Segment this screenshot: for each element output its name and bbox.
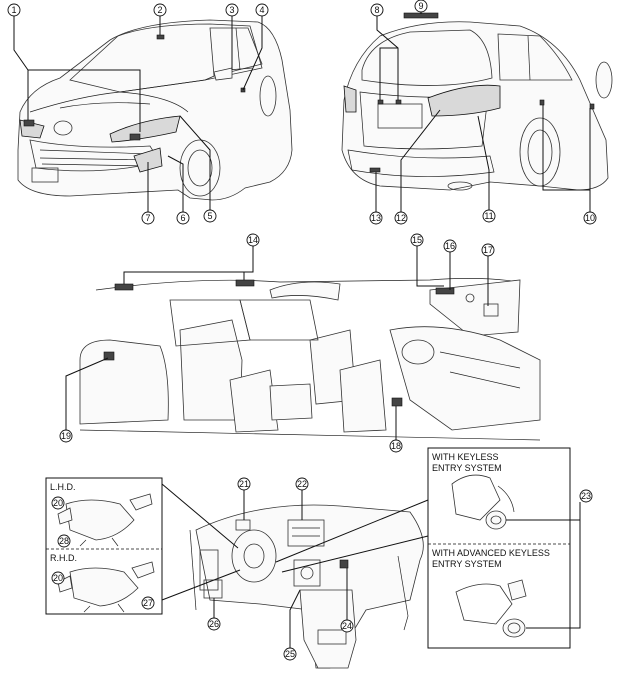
callout-3-label: 3 [229, 5, 234, 15]
callout-18: 18 [389, 439, 403, 453]
callout-3: 3 [225, 3, 239, 17]
callout-10: 10 [583, 211, 597, 225]
callout-22-label: 22 [297, 479, 307, 489]
callout-8-label: 8 [374, 5, 379, 15]
callout-20-lhd: 20 [51, 496, 65, 510]
callout-19-label: 19 [61, 431, 71, 441]
callout-12: 12 [394, 211, 408, 225]
callout-13: 13 [369, 211, 383, 225]
callout-11: 11 [482, 209, 496, 223]
callout-26-label: 26 [209, 619, 219, 629]
callout-25-label: 25 [285, 649, 295, 659]
callout-24: 24 [340, 619, 354, 633]
callout-2-label: 2 [157, 5, 162, 15]
dashboard-leaders [161, 483, 429, 648]
callout-23: 23 [579, 489, 593, 503]
callout-10-label: 10 [585, 213, 595, 223]
callout-14-label: 14 [248, 235, 258, 245]
callout-15: 15 [410, 233, 424, 247]
callout-2: 2 [153, 3, 167, 17]
callout-25: 25 [283, 647, 297, 661]
callout-28: 28 [57, 534, 71, 548]
callout-26: 26 [207, 617, 221, 631]
callout-5-label: 5 [207, 211, 212, 221]
interior-leaders [65, 246, 489, 440]
vehicle-rear-view [341, 12, 613, 191]
callout-15-label: 15 [412, 235, 422, 245]
callout-1-label: 1 [11, 5, 16, 15]
callout-21-label: 21 [239, 479, 249, 489]
callout-6: 6 [176, 211, 190, 225]
callout-17: 17 [481, 243, 495, 257]
callout-20-rhd-label: 20 [53, 573, 63, 583]
callout-11-label: 11 [484, 211, 493, 221]
callout-27: 27 [141, 596, 155, 610]
callout-28-label: 28 [59, 536, 69, 546]
callout-16: 16 [443, 239, 457, 253]
advanced-keyless-label-line1: WITH ADVANCED KEYLESS [432, 548, 550, 558]
dashboard-view [189, 504, 424, 669]
vehicle-front-view [17, 19, 293, 201]
callout-1: 1 [7, 3, 21, 17]
callout-23-label: 23 [581, 491, 591, 501]
callout-19: 19 [59, 429, 73, 443]
callout-17-label: 17 [483, 245, 493, 255]
advanced-keyless-label-line2: ENTRY SYSTEM [432, 559, 502, 569]
keyless-label-line1: WITH KEYLESS [432, 452, 499, 462]
callout-18-label: 18 [391, 441, 401, 451]
lhd-label: L.H.D. [50, 482, 76, 492]
ignition-inset [427, 447, 581, 649]
rear-view-leaders [375, 10, 591, 212]
callout-8: 8 [370, 3, 384, 17]
callout-24-label: 24 [342, 621, 352, 631]
callout-14: 14 [246, 233, 260, 247]
callout-21: 21 [237, 477, 251, 491]
callout-20-lhd-label: 20 [53, 498, 63, 508]
callout-5: 5 [203, 209, 217, 223]
callout-27-label: 27 [143, 598, 153, 608]
callout-7: 7 [141, 211, 155, 225]
callout-4-label: 4 [259, 5, 264, 15]
callout-9-label: 9 [418, 1, 423, 11]
vehicle-interior-view [79, 278, 541, 441]
callout-9: 9 [414, 0, 428, 13]
rhd-label: R.H.D. [50, 553, 77, 563]
callout-7-label: 7 [145, 213, 150, 223]
callout-12-label: 12 [396, 213, 406, 223]
keyless-label-line2: ENTRY SYSTEM [432, 463, 502, 473]
callout-20-rhd: 20 [51, 571, 65, 585]
callout-6-label: 6 [180, 213, 185, 223]
callout-22: 22 [295, 477, 309, 491]
callout-13-label: 13 [371, 213, 381, 223]
callout-4: 4 [255, 3, 269, 17]
front-view-leaders [13, 16, 263, 212]
callout-16-label: 16 [445, 241, 455, 251]
